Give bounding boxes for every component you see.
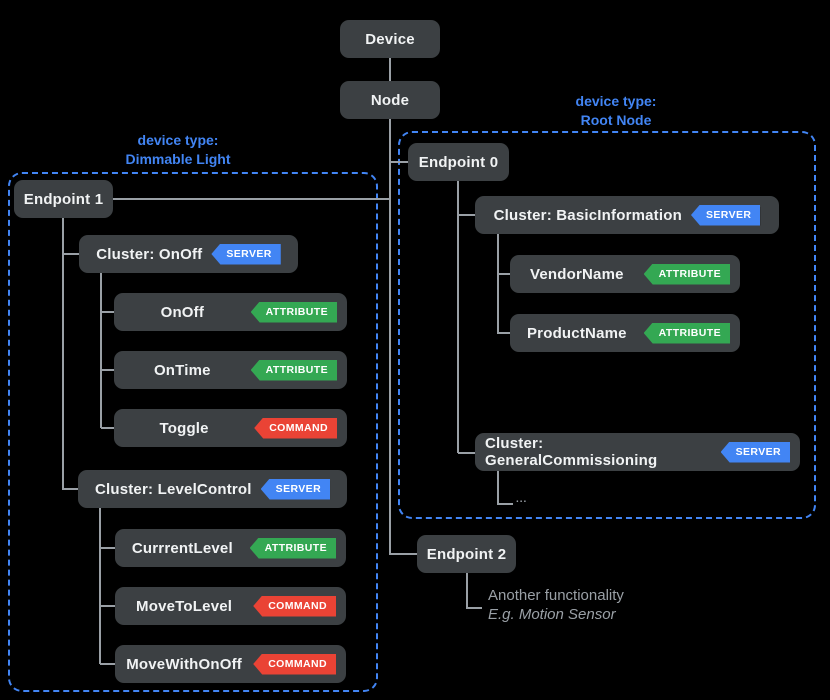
- attribute-badge: ATTRIBUTE: [249, 537, 336, 559]
- endpoint-0-box: Endpoint 0: [408, 143, 509, 181]
- root-node-group-border: [398, 131, 816, 519]
- connector-node-trunk: [389, 119, 391, 555]
- attribute-label: OnOff: [160, 303, 205, 321]
- cluster-onoff-box: Cluster: OnOff SERVER: [79, 235, 298, 273]
- device-box: Device: [340, 20, 440, 58]
- connector-onoff-trunk: [100, 273, 102, 428]
- connector-endpoint2-note-h: [466, 607, 482, 609]
- row-onoff: OnOff ATTRIBUTE: [114, 293, 347, 331]
- node-label: Node: [370, 91, 410, 109]
- command-label: MoveWithOnOff: [126, 655, 242, 673]
- connector-to-productname: [498, 332, 510, 334]
- row-currrentlevel: CurrrentLevel ATTRIBUTE: [115, 529, 346, 567]
- connector-device-node: [389, 58, 391, 81]
- command-badge: COMMAND: [253, 653, 336, 675]
- node-box: Node: [340, 81, 440, 119]
- caption-line: device type:: [137, 132, 219, 148]
- connector-to-endpoint1: [113, 198, 390, 200]
- caption-line: Dimmable Light: [125, 151, 231, 167]
- attribute-label: ProductName: [526, 324, 627, 342]
- connector-generalcommissioning-more-v: [497, 471, 499, 504]
- row-vendorname: VendorName ATTRIBUTE: [510, 255, 740, 293]
- endpoint-2-note-line1: Another functionality: [488, 587, 624, 604]
- row-toggle: Toggle COMMAND: [114, 409, 347, 447]
- cluster-generalcommissioning-label: Cluster: GeneralCommissioning: [485, 435, 658, 469]
- row-ontime: OnTime ATTRIBUTE: [114, 351, 347, 389]
- endpoint-1-box: Endpoint 1: [14, 180, 113, 218]
- attribute-badge: ATTRIBUTE: [643, 322, 730, 344]
- command-badge: COMMAND: [254, 417, 337, 439]
- command-label: Toggle: [159, 419, 209, 437]
- cluster-generalcommissioning-box: Cluster: GeneralCommissioning SERVER: [475, 433, 800, 471]
- command-label: MoveToLevel: [136, 597, 233, 615]
- attribute-badge: ATTRIBUTE: [643, 263, 730, 285]
- cluster-levelcontrol-box: Cluster: LevelControl SERVER: [78, 470, 347, 508]
- connector-generalcommissioning-more-h: [497, 503, 513, 505]
- connector-to-toggle: [101, 427, 114, 429]
- endpoint-0-label: Endpoint 0: [418, 153, 499, 171]
- endpoint-2-note: Another functionality E.g. Motion Sensor: [488, 586, 624, 624]
- connector-levelcontrol-trunk: [99, 508, 101, 664]
- server-badge: SERVER: [211, 243, 281, 265]
- row-movetolevel: MoveToLevel COMMAND: [115, 587, 346, 625]
- dimmable-light-caption: device type: Dimmable Light: [8, 131, 348, 169]
- row-movewithonoff: MoveWithOnOff COMMAND: [115, 645, 346, 683]
- connector-to-vendorname: [498, 273, 510, 275]
- connector-to-currrentlevel: [100, 547, 115, 549]
- server-badge: SERVER: [720, 441, 790, 463]
- more-clusters-ellipsis: ...: [516, 494, 528, 505]
- server-badge: SERVER: [690, 204, 761, 226]
- server-badge: SERVER: [260, 478, 331, 500]
- connector-to-endpoint2: [389, 553, 417, 555]
- row-productname: ProductName ATTRIBUTE: [510, 314, 740, 352]
- command-badge: COMMAND: [253, 595, 336, 617]
- caption-line: device type:: [575, 93, 657, 109]
- connector-endpoint2-note-v: [466, 573, 468, 609]
- connector-to-movewithonoff: [100, 663, 115, 665]
- cluster-levelcontrol-label: Cluster: LevelControl: [94, 480, 252, 498]
- connector-to-basicinformation: [458, 214, 475, 216]
- device-label: Device: [365, 30, 415, 48]
- caption-line: Root Node: [580, 112, 652, 128]
- cluster-basicinformation-label: Cluster: BasicInformation: [493, 206, 682, 224]
- endpoint-2-label: Endpoint 2: [426, 545, 507, 563]
- connector-to-endpoint0: [390, 161, 408, 163]
- cluster-onoff-label: Cluster: OnOff: [96, 245, 203, 263]
- connector-to-cluster-levelcontrol: [63, 488, 78, 490]
- endpoint-2-box: Endpoint 2: [417, 535, 516, 573]
- connector-to-cluster-onoff: [63, 253, 79, 255]
- connector-to-movetolevel: [100, 605, 115, 607]
- attribute-label: VendorName: [529, 265, 624, 283]
- endpoint-2-note-line2: E.g. Motion Sensor: [488, 606, 616, 623]
- connector-to-generalcommissioning: [458, 452, 475, 454]
- connector-basicinformation-trunk: [497, 234, 499, 334]
- attribute-label: OnTime: [153, 361, 211, 379]
- connector-to-onoff: [101, 311, 114, 313]
- dimmable-light-group-border: [8, 172, 378, 692]
- root-node-caption: device type: Root Node: [406, 92, 826, 130]
- connector-to-ontime: [101, 369, 114, 371]
- attribute-badge: ATTRIBUTE: [250, 301, 337, 323]
- attribute-label: CurrrentLevel: [131, 539, 233, 557]
- connector-endpoint0-trunk: [457, 181, 459, 453]
- cluster-basicinformation-box: Cluster: BasicInformation SERVER: [475, 196, 779, 234]
- connector-endpoint1-trunk: [62, 218, 64, 490]
- attribute-badge: ATTRIBUTE: [250, 359, 337, 381]
- endpoint-1-label: Endpoint 1: [23, 190, 104, 208]
